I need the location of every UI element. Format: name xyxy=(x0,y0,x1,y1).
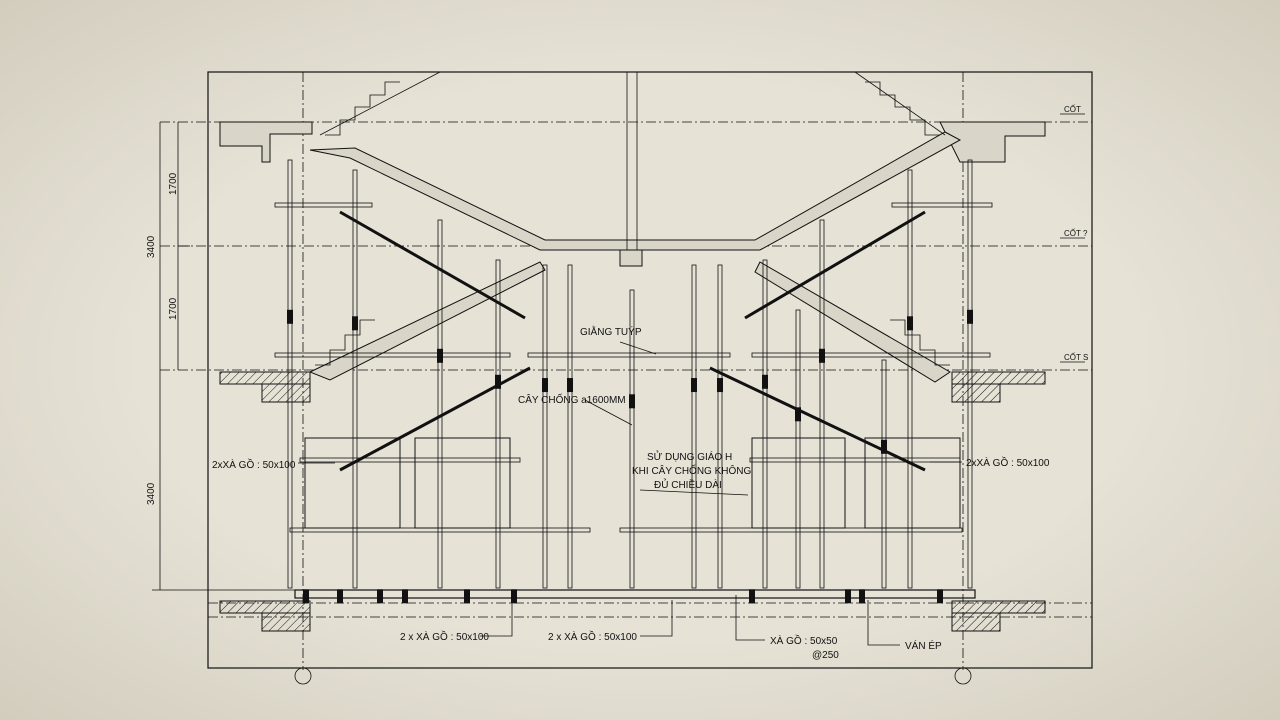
label-joist-spacing: @250 xyxy=(812,650,839,661)
prop-post xyxy=(567,264,573,589)
ledger-tube xyxy=(749,457,961,463)
prop-clamp xyxy=(881,439,887,454)
label-bottom-beam-1: 2 x XÀ GỒ : 50x100 xyxy=(400,630,489,643)
ledger-tube xyxy=(751,352,991,358)
prop-clamp xyxy=(795,407,801,422)
ledger-tube xyxy=(274,352,511,358)
ledger-tube xyxy=(891,202,993,208)
label-note-3: ĐỦ CHIỀU DÀI xyxy=(654,478,722,491)
label-prop: CÂY CHỐNG a1600MM xyxy=(518,392,626,406)
ledger-tube xyxy=(527,352,731,358)
label-note-1: SỬ DỤNG GIÁO H xyxy=(647,450,732,463)
prop-clamp xyxy=(749,589,755,604)
label-left-beam: 2xXÀ GỒ : 50x100 xyxy=(212,458,296,471)
prop-post xyxy=(967,159,973,589)
diagonal-brace xyxy=(339,366,531,472)
diagonal-brace xyxy=(744,210,926,320)
dimension-lines xyxy=(152,122,300,591)
dimension-upper-part-2: 1700 xyxy=(168,297,179,320)
ledger-tube xyxy=(289,527,591,533)
prop-clamp xyxy=(377,589,383,604)
grid-axis-marker-left xyxy=(294,667,312,685)
prop-post xyxy=(542,264,548,589)
prop-clamp xyxy=(511,589,517,604)
prop-clamp xyxy=(495,374,501,389)
level-markers xyxy=(1060,113,1085,363)
label-bracing: GIẰNG TUÝP xyxy=(580,325,642,338)
diagonal-brace xyxy=(709,366,926,472)
ledger-tube xyxy=(619,527,963,533)
prop-post xyxy=(762,259,768,589)
prop-post xyxy=(287,159,293,589)
prop-clamp xyxy=(437,348,443,363)
prop-clamp xyxy=(337,589,343,604)
prop-clamp xyxy=(907,316,913,331)
prop-post xyxy=(795,309,801,589)
prop-post xyxy=(437,219,443,589)
prop-clamp xyxy=(287,309,293,324)
level-label-bottom: CỐT S xyxy=(1064,352,1088,362)
label-right-beam: 2xXÀ GỒ : 50x100 xyxy=(966,456,1050,469)
prop-clamp xyxy=(303,589,309,604)
prop-post xyxy=(907,169,913,589)
prop-clamp xyxy=(859,589,865,604)
diagonal-brace xyxy=(339,210,526,320)
h-frame xyxy=(751,437,846,529)
prop-post xyxy=(881,359,887,589)
prop-post xyxy=(352,169,358,589)
h-frame xyxy=(414,437,511,529)
prop-clamp xyxy=(967,309,973,324)
prop-post xyxy=(819,219,825,589)
prop-clamp xyxy=(352,316,358,331)
grid-lines xyxy=(160,72,1092,670)
level-label-mid: CỐT ? xyxy=(1064,228,1088,238)
label-note-2: KHI CÂY CHỐNG KHÔNG xyxy=(632,463,751,477)
dimension-upper-total: 3400 xyxy=(146,235,157,258)
level-label-top: CỐT xyxy=(1064,104,1081,114)
dimension-lower-total: 3400 xyxy=(146,482,157,505)
prop-post xyxy=(629,289,635,589)
leader-lines xyxy=(298,341,962,646)
dimension-upper-part-1: 1700 xyxy=(168,172,179,195)
prop-clamp xyxy=(819,348,825,363)
prop-clamp xyxy=(542,378,548,393)
concrete-structure xyxy=(219,71,1046,632)
prop-clamp xyxy=(691,378,697,393)
label-joist: XÀ GỒ : 50x50 xyxy=(770,634,838,647)
prop-clamp xyxy=(402,589,408,604)
prop-clamp xyxy=(464,589,470,604)
ledger-tube xyxy=(274,202,373,208)
prop-clamp xyxy=(567,378,573,393)
h-frame xyxy=(304,437,401,529)
grid-axis-marker-right xyxy=(954,667,972,685)
prop-clamp xyxy=(629,394,635,409)
prop-clamp xyxy=(717,378,723,393)
label-plywood: VÁN ÉP xyxy=(905,639,942,652)
prop-clamp xyxy=(845,589,851,604)
ledger-tube xyxy=(299,457,521,463)
scaffolding xyxy=(274,159,993,604)
label-bottom-beam-2: 2 x XÀ GỒ : 50x100 xyxy=(548,630,637,643)
prop-post xyxy=(691,264,697,589)
prop-clamp xyxy=(762,374,768,389)
prop-clamp xyxy=(937,589,943,604)
prop-post xyxy=(495,259,501,589)
prop-post xyxy=(717,264,723,589)
h-frame xyxy=(864,437,961,529)
